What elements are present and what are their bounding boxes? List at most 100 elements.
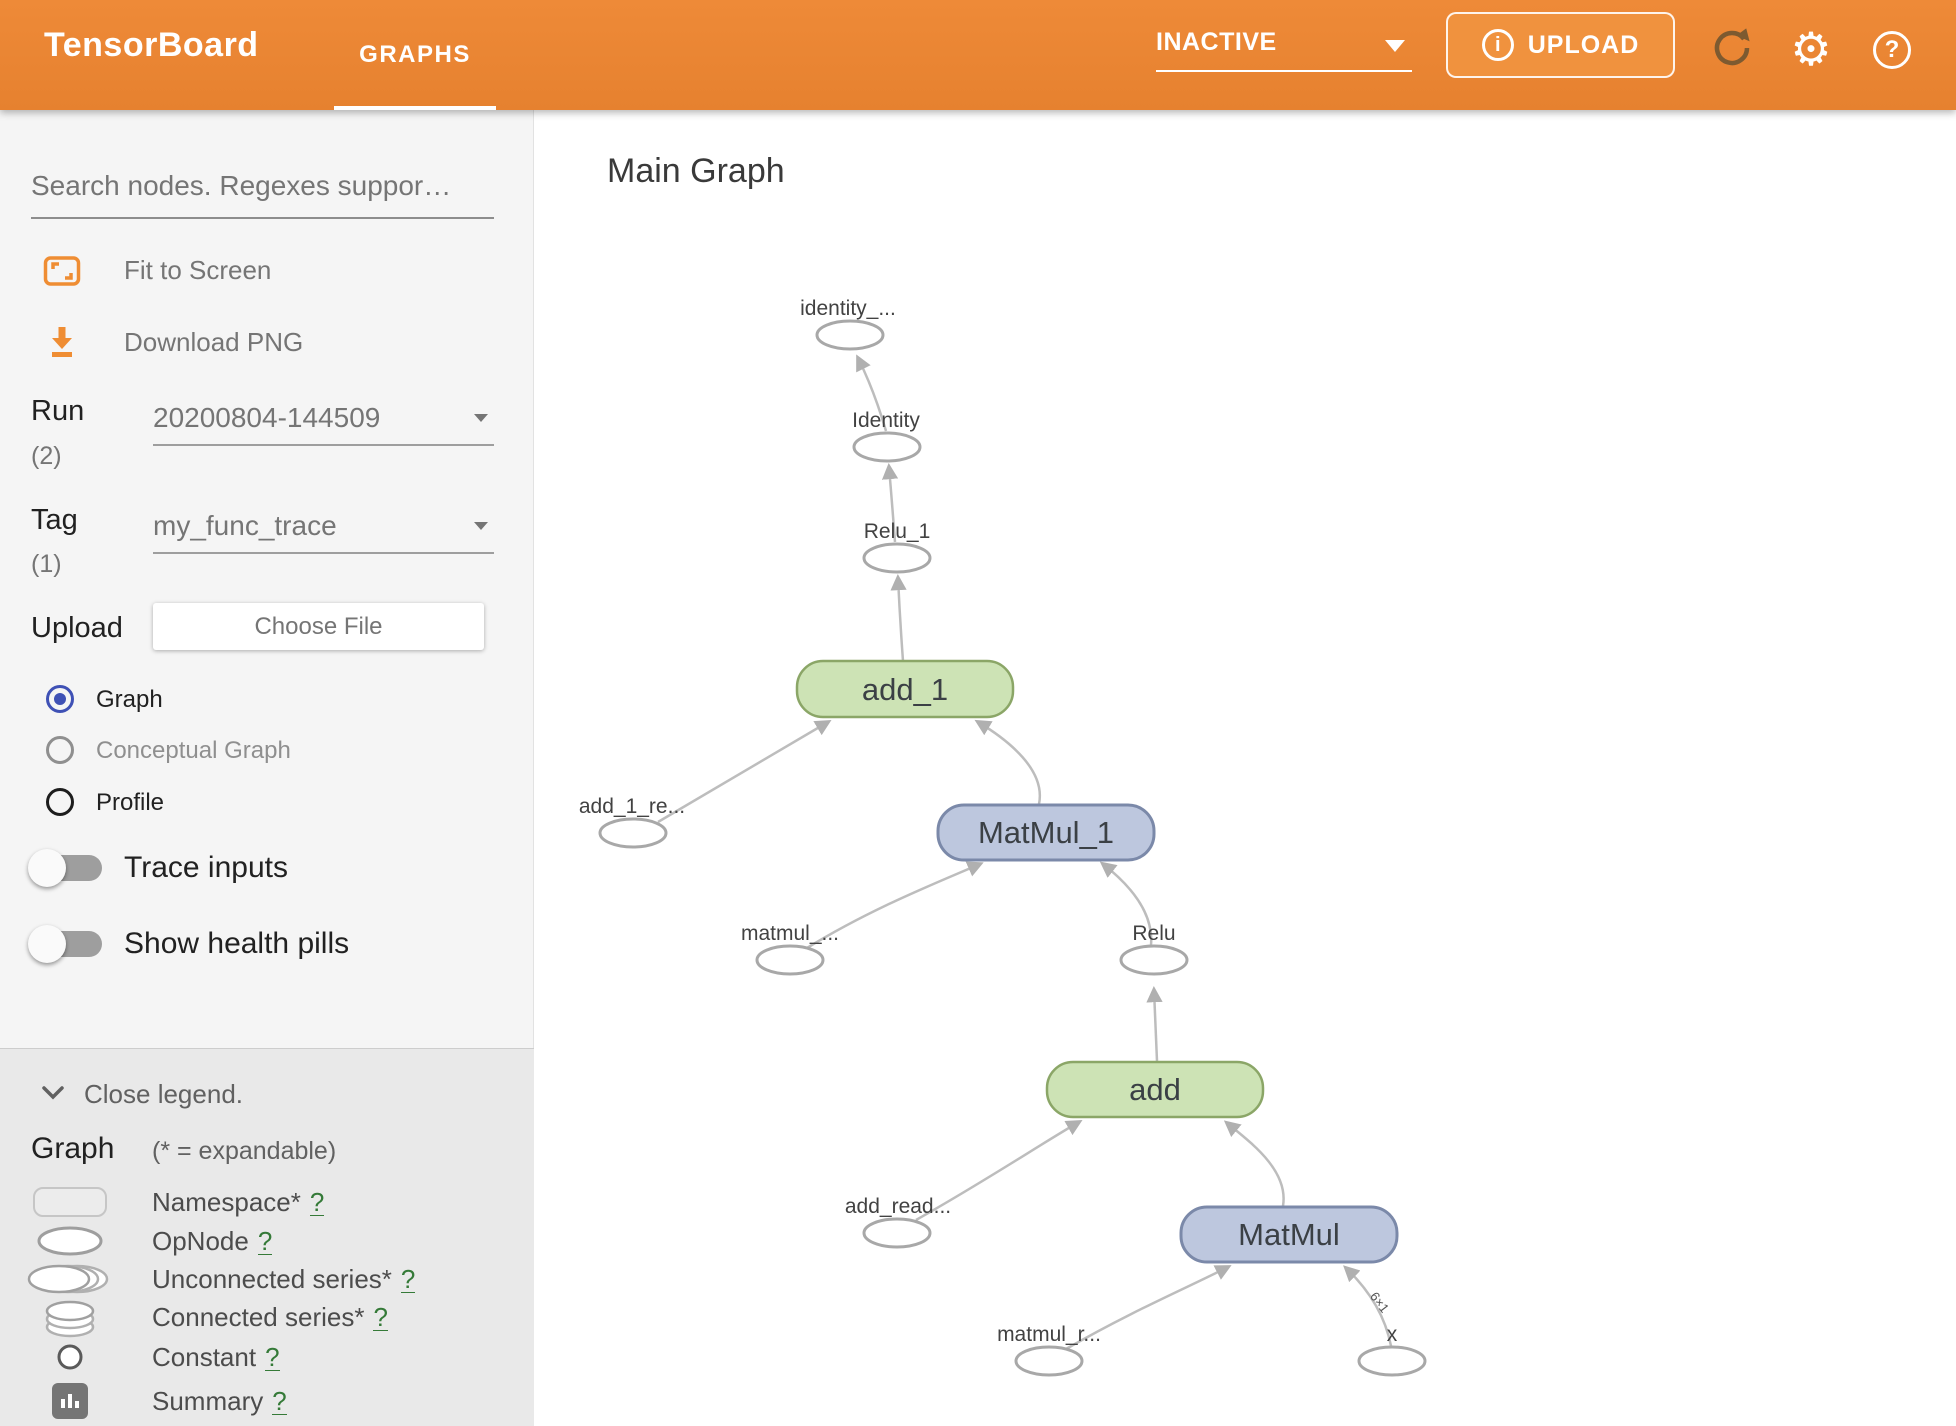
graph-edges: 6×1 [657, 354, 1393, 1351]
graph-svg: 6×1 identity_... Identity Relu_1 add_1_r… [579, 297, 1427, 1377]
download-png-label: Download PNG [124, 326, 304, 357]
radio-graph[interactable]: Graph [0, 678, 534, 722]
edge [856, 354, 888, 432]
close-legend-button[interactable]: Close legend. [0, 1068, 534, 1120]
node-x[interactable]: x [1357, 1323, 1427, 1377]
help-link[interactable]: ? [373, 1301, 388, 1332]
fit-to-screen-icon [42, 251, 82, 296]
node-matmul-read[interactable]: matmul_r... [997, 1323, 1101, 1377]
legend-item-opnode: OpNode ? [0, 1221, 534, 1261]
svg-text:add_read...: add_read... [845, 1195, 951, 1218]
edge [1343, 1265, 1393, 1347]
help-link[interactable]: ? [257, 1225, 273, 1256]
upload-button-label: UPLOAD [1527, 30, 1640, 59]
chevron-down-icon [1385, 40, 1405, 52]
edge [1146, 985, 1163, 1062]
edge [915, 1119, 1083, 1222]
node-add-1-read[interactable]: add_1_re... [579, 795, 685, 849]
run-count: (2) [31, 442, 62, 470]
legend-item-summary: Summary ? [0, 1381, 534, 1421]
search-input[interactable] [31, 162, 494, 210]
run-select-value: 20200804-144509 [153, 402, 381, 433]
svg-text:add_1_re...: add_1_re... [579, 795, 685, 818]
toggle-track [28, 925, 102, 963]
constant-icon [55, 1342, 85, 1372]
tag-select[interactable]: my_func_trace [153, 510, 494, 566]
edge-shape-label: 6×1 [1367, 1289, 1392, 1316]
svg-text:Identity: Identity [852, 409, 920, 432]
opnode-icon [35, 1225, 105, 1257]
node-add-1[interactable]: add_1 [795, 659, 1015, 719]
page-title: Main Graph [607, 152, 785, 190]
toggle-trace-inputs[interactable]: Trace inputs [0, 840, 534, 896]
edge [890, 573, 907, 662]
edge [1223, 1120, 1285, 1207]
chevron-down-icon [474, 522, 488, 530]
toggle-track [28, 849, 102, 887]
svg-text:MatMul: MatMul [1238, 1217, 1340, 1252]
node-matmul-1[interactable]: MatMul_1 [936, 803, 1156, 862]
node-matmul-read-1[interactable]: matmul_... [741, 922, 839, 976]
svg-text:matmul_...: matmul_... [741, 922, 839, 945]
svg-text:add_1: add_1 [862, 672, 948, 707]
info-icon: i [1481, 29, 1514, 61]
node-relu-1[interactable]: Relu_1 [862, 520, 932, 574]
download-png-button[interactable]: Download PNG [0, 314, 534, 370]
radio-unselected-icon [46, 788, 74, 816]
download-icon [42, 323, 82, 368]
toggle-knob [28, 849, 66, 887]
choose-file-button[interactable]: Choose File [153, 603, 484, 650]
help-icon[interactable]: ? [1872, 30, 1912, 70]
edge [974, 719, 1042, 805]
tab-graphs[interactable]: GRAPHS [359, 41, 471, 68]
legend-title: Graph [31, 1132, 115, 1165]
radio-profile[interactable]: Profile [0, 781, 534, 825]
upload-button[interactable]: i UPLOAD [1446, 12, 1675, 78]
connected-series-icon [43, 1295, 97, 1339]
edge [1099, 861, 1153, 946]
svg-text:x: x [1387, 1323, 1398, 1346]
run-label: Run [31, 395, 85, 427]
toggle-show-health-pills[interactable]: Show health pills [0, 916, 534, 972]
sidebar: Fit to Screen Download PNG Run (2) 20200… [0, 110, 534, 1426]
node-relu[interactable]: Relu [1119, 922, 1189, 976]
svg-text:add: add [1129, 1072, 1181, 1107]
edge [806, 861, 984, 950]
edge [657, 719, 832, 824]
legend-item-connected-series: Connected series* ? [0, 1295, 534, 1339]
help-link[interactable]: ? [400, 1263, 416, 1294]
chevron-down-icon [42, 1086, 64, 1105]
node-add[interactable]: add [1045, 1060, 1265, 1119]
refresh-icon[interactable] [1710, 25, 1754, 69]
svg-text:matmul_r...: matmul_r... [997, 1323, 1101, 1346]
header-bar: TensorBoard GRAPHS INACTIVE i UPLOAD ⚙ ? [0, 0, 1956, 110]
legend-note: (* = expandable) [152, 1137, 337, 1165]
settings-gear-icon[interactable]: ⚙ [1790, 22, 1832, 76]
edge [1065, 1265, 1232, 1351]
node-add-read[interactable]: add_read... [845, 1195, 951, 1249]
node-identity-out[interactable]: identity_... [800, 297, 896, 351]
radio-unselected-icon [46, 736, 74, 764]
help-link[interactable]: ? [272, 1385, 287, 1416]
radio-conceptual-graph[interactable]: Conceptual Graph [0, 729, 534, 773]
tag-count: (1) [31, 550, 62, 578]
active-tab-underline [334, 106, 496, 110]
status-dropdown-value: INACTIVE [1156, 28, 1277, 56]
svg-text:Relu_1: Relu_1 [864, 520, 931, 543]
run-select[interactable]: 20200804-144509 [153, 402, 494, 458]
unconnected-series-icon [25, 1263, 115, 1295]
upload-label: Upload [31, 612, 123, 644]
svg-text:MatMul_1: MatMul_1 [978, 815, 1114, 850]
node-matmul[interactable]: MatMul [1179, 1205, 1399, 1264]
svg-text:identity_...: identity_... [800, 297, 896, 320]
fit-to-screen-button[interactable]: Fit to Screen [0, 242, 534, 298]
edge [881, 462, 899, 543]
namespace-icon [33, 1187, 107, 1217]
help-link[interactable]: ? [309, 1186, 325, 1217]
legend-item-unconnected-series: Unconnected series* ? [0, 1259, 534, 1299]
node-identity[interactable]: Identity [852, 409, 922, 463]
radio-selected-icon [46, 685, 74, 713]
help-link[interactable]: ? [265, 1341, 280, 1372]
status-dropdown[interactable]: INACTIVE [1156, 0, 1412, 110]
